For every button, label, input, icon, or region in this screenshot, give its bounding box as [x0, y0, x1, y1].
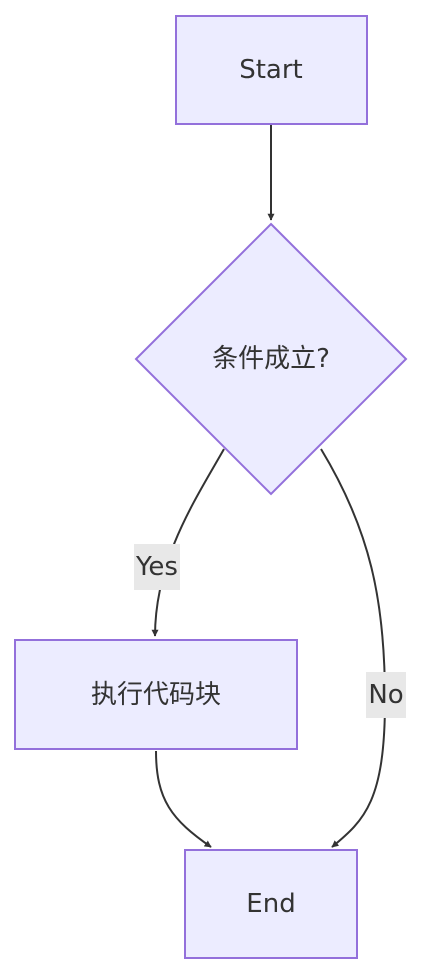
node-end-label: End	[246, 889, 295, 919]
node-end[interactable]: End	[184, 849, 358, 959]
edge-label-yes-text: Yes	[135, 552, 178, 582]
node-decision[interactable]: 条件成立?	[134, 222, 408, 496]
edge-label-yes: Yes	[134, 544, 180, 590]
edge-label-no: No	[366, 672, 406, 718]
edge-label-no-text: No	[368, 680, 403, 710]
node-start[interactable]: Start	[175, 15, 368, 125]
node-execute[interactable]: 执行代码块	[14, 639, 298, 750]
edge-execute-to-end	[155, 750, 212, 848]
node-execute-label: 执行代码块	[91, 680, 221, 710]
edge-decision-to-execute	[151, 448, 225, 637]
node-start-label: Start	[239, 55, 303, 85]
edge-decision-to-end	[320, 448, 387, 848]
node-decision-label: 条件成立?	[212, 344, 330, 374]
